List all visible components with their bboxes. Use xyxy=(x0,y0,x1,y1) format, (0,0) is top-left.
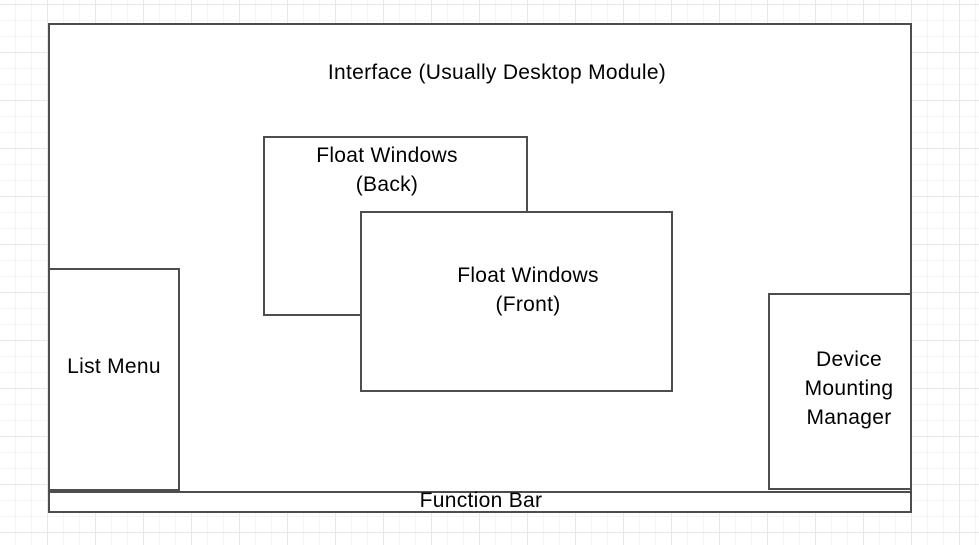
node-list-menu-box xyxy=(48,268,180,491)
label-line: (Front) xyxy=(495,293,561,316)
label-line: Float Windows xyxy=(457,264,599,287)
node-function-bar-box xyxy=(48,491,912,513)
node-float-windows-front-label: Float Windows (Front) xyxy=(457,261,599,319)
node-list-menu-label: List Menu xyxy=(67,355,161,378)
node-float-windows-front-box xyxy=(360,211,673,392)
label-line: (Back) xyxy=(355,173,419,196)
label-line: Float Windows xyxy=(316,144,458,167)
node-interface-label: Interface (Usually Desktop Module) xyxy=(327,61,667,84)
node-function-bar-label: Function Bar xyxy=(419,489,543,512)
label-line: Device xyxy=(815,348,882,371)
label-line: Manager xyxy=(806,406,892,429)
node-device-mounting-manager-box xyxy=(768,293,912,490)
node-float-windows-back-label: Float Windows (Back) xyxy=(316,141,458,199)
node-device-mounting-manager-label: Device Mounting Manager xyxy=(805,345,894,432)
label-line: Mounting xyxy=(804,377,894,400)
